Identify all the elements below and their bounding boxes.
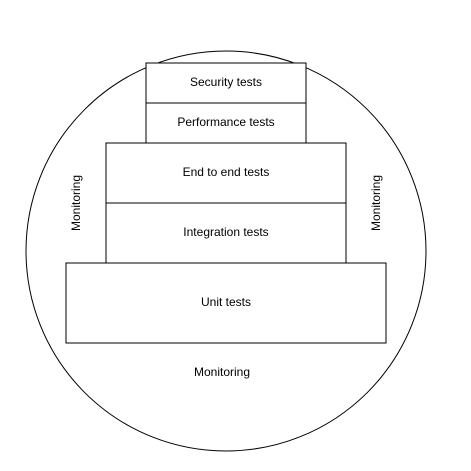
performance-tests-label: Performance tests: [177, 115, 274, 129]
end-to-end-tests-block: [105, 142, 347, 204]
security-tests-label: Security tests: [190, 75, 262, 89]
unit-tests-block: [65, 262, 387, 344]
unit-tests-label: Unit tests: [201, 295, 251, 309]
performance-tests-block: [145, 102, 307, 144]
security-tests-block: [145, 62, 307, 104]
integration-tests-block: [105, 202, 347, 264]
end-to-end-tests-label: End to end tests: [183, 165, 270, 179]
monitoring-bottom-label: Monitoring: [194, 365, 250, 379]
integration-tests-label: Integration tests: [183, 225, 268, 239]
monitoring-right-label: Monitoring: [369, 175, 383, 231]
monitoring-left-label: Monitoring: [69, 175, 83, 231]
